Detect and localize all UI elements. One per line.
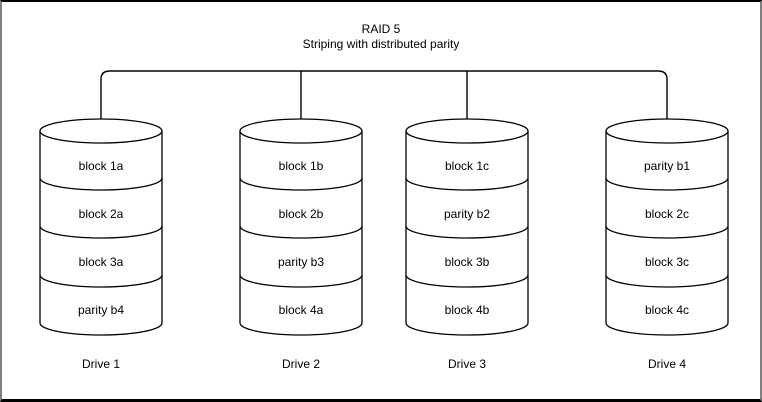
drive-4-cylinder: parity b1 block 2c block 3c block 4c Dri… [605, 118, 729, 371]
drive-label: Drive 1 [82, 357, 120, 371]
cylinder-dividers [239, 177, 363, 288]
disk-block-label: block 3a [79, 255, 124, 269]
drive-label: Drive 2 [282, 357, 320, 371]
cylinder-top [39, 118, 163, 144]
cylinder-body [605, 131, 729, 336]
diagram-subtitle: Striping with distributed parity [302, 37, 460, 51]
disk-block-label: block 2c [645, 207, 689, 221]
cylinder-body [405, 131, 529, 336]
disk-block-label: block 4a [279, 303, 324, 317]
disk-block-label: block 3c [645, 255, 689, 269]
disk-block-label: parity b4 [78, 303, 124, 317]
drive-1-cylinder: block 1a block 2a block 3a parity b4 Dri… [39, 118, 163, 371]
disk-block-label: parity b3 [278, 255, 324, 269]
drive-3-cylinder: block 1c parity b2 block 3b block 4b Dri… [405, 118, 529, 371]
cylinder-dividers [605, 177, 729, 288]
cylinder-top [239, 118, 363, 144]
diagram-title-block: RAID 5 Striping with distributed parity [2, 22, 760, 52]
bus-connector-line [100, 70, 668, 119]
disk-block-label: parity b1 [644, 159, 690, 173]
cylinder-body [239, 131, 363, 336]
cylinder-body [39, 131, 163, 336]
drive-label: Drive 4 [648, 357, 686, 371]
cylinder-top [405, 118, 529, 144]
disk-block-label: block 4b [445, 303, 490, 317]
disk-block-label: block 4c [645, 303, 689, 317]
disk-block-label: block 1a [79, 159, 124, 173]
diagram-title: RAID 5 [361, 22, 401, 36]
drive-label: Drive 3 [448, 357, 486, 371]
cylinder-top [605, 118, 729, 144]
drive-2-cylinder: block 1b block 2b parity b3 block 4a Dri… [239, 118, 363, 371]
disk-block-label: block 1b [279, 159, 324, 173]
cylinder-dividers [405, 177, 529, 288]
disk-block-label: parity b2 [444, 207, 490, 221]
disk-block-label: block 2b [279, 207, 324, 221]
cylinder-dividers [39, 177, 163, 288]
disk-block-label: block 3b [445, 255, 490, 269]
disk-block-label: block 1c [445, 159, 489, 173]
disk-block-label: block 2a [79, 207, 124, 221]
